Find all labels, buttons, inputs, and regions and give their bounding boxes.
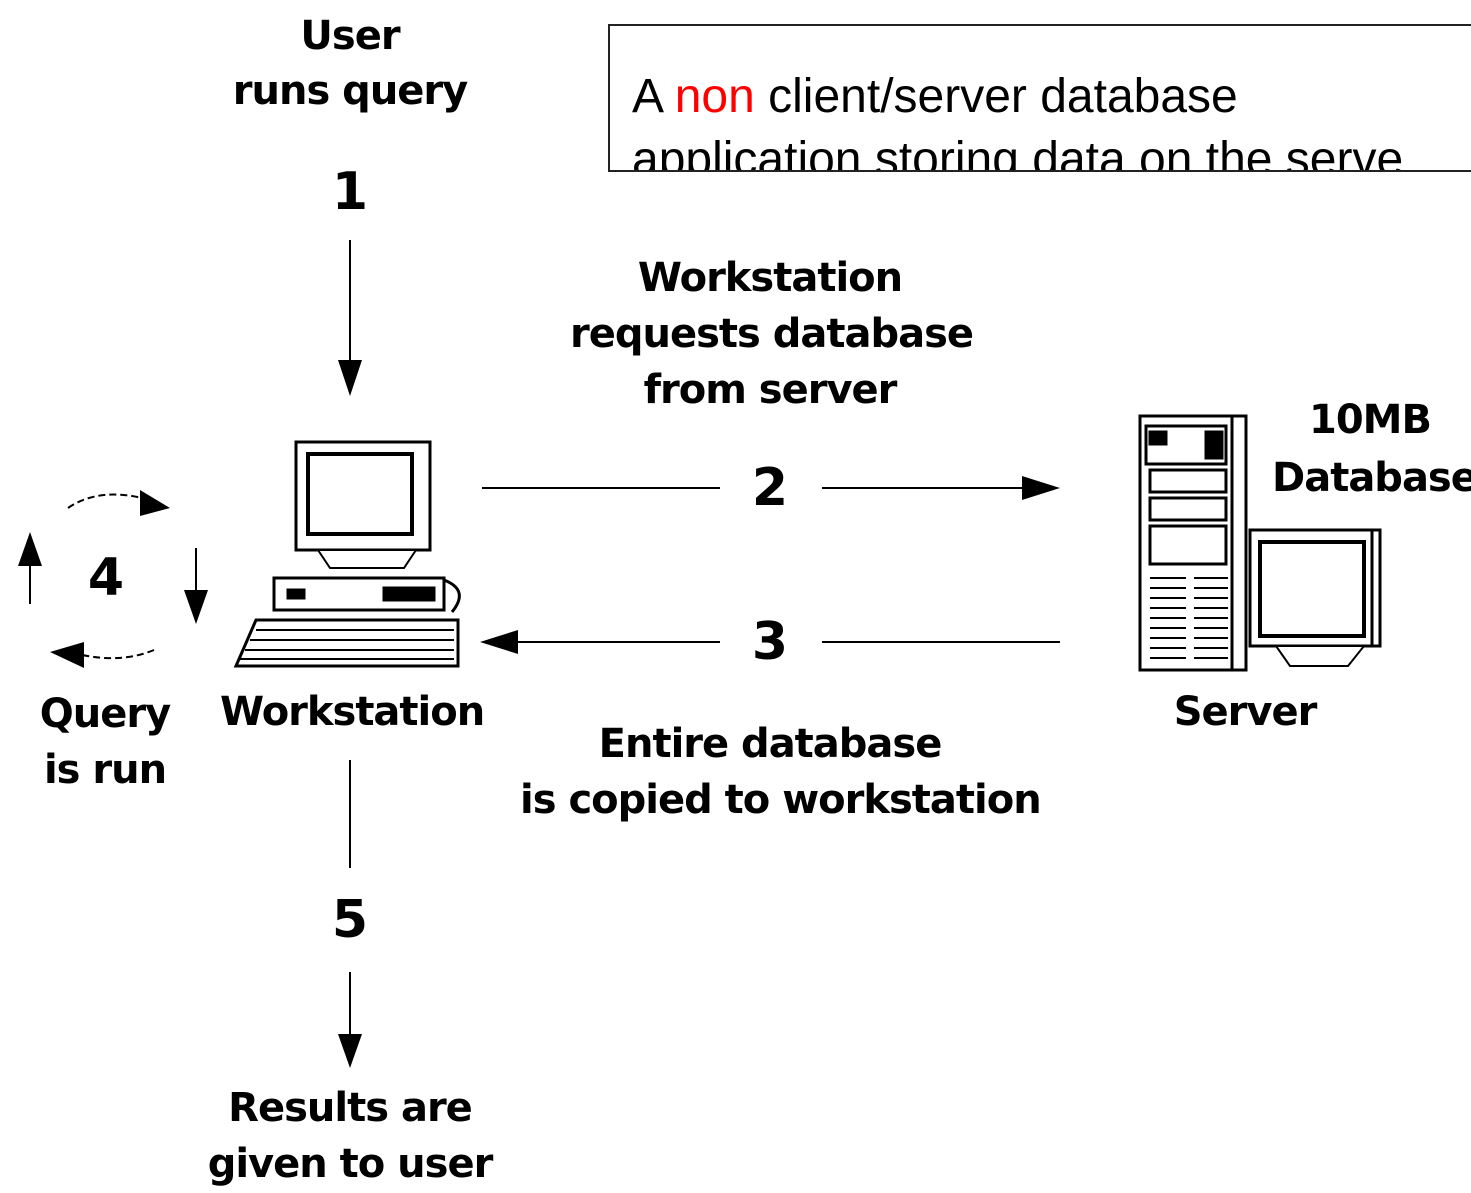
server-label: Server — [1173, 689, 1318, 735]
description-suffix: client/server database — [754, 70, 1238, 123]
description-highlight: non — [674, 70, 755, 123]
step-5-number: 5 — [331, 890, 369, 950]
request-label-line-2: requests database — [570, 311, 974, 357]
step-2-number: 2 — [751, 458, 789, 518]
user-label: User — [300, 13, 400, 59]
description-line-1: A non client/server database — [632, 68, 1238, 126]
runs-query-label: runs query — [232, 68, 468, 114]
request-label-line-1: Workstation — [637, 255, 903, 301]
server-tower-icon — [1138, 414, 1248, 672]
workstation-label: Workstation — [220, 689, 485, 735]
server-monitor-icon — [1248, 528, 1382, 667]
description-prefix: A — [632, 70, 675, 123]
is-run-label: is run — [43, 747, 167, 793]
results-label-line-2: given to user — [207, 1141, 494, 1187]
arrow-step-5 — [338, 760, 362, 1068]
workstation-computer-icon — [233, 440, 461, 668]
step-4-number: 4 — [87, 548, 125, 608]
query-label: Query — [39, 691, 171, 737]
arrow-step-1 — [338, 240, 362, 396]
request-label-line-3: from server — [643, 367, 898, 413]
arrow-step-2 — [482, 476, 1060, 500]
database-size-label: 10MB — [1309, 397, 1432, 443]
arrow-step-3 — [480, 630, 1060, 654]
step-3-number: 3 — [751, 612, 789, 672]
cycle-arrows-icon — [18, 490, 208, 668]
copied-label-line-1: Entire database — [598, 721, 943, 767]
step-1-number: 1 — [331, 162, 369, 222]
copied-label-line-2: is copied to workstation — [520, 777, 1042, 823]
results-label-line-1: Results are — [228, 1085, 473, 1131]
description-box: A non client/server database application… — [608, 24, 1471, 172]
description-line-2: application storing data on the serve — [632, 133, 1404, 172]
database-label: Database — [1272, 455, 1471, 501]
